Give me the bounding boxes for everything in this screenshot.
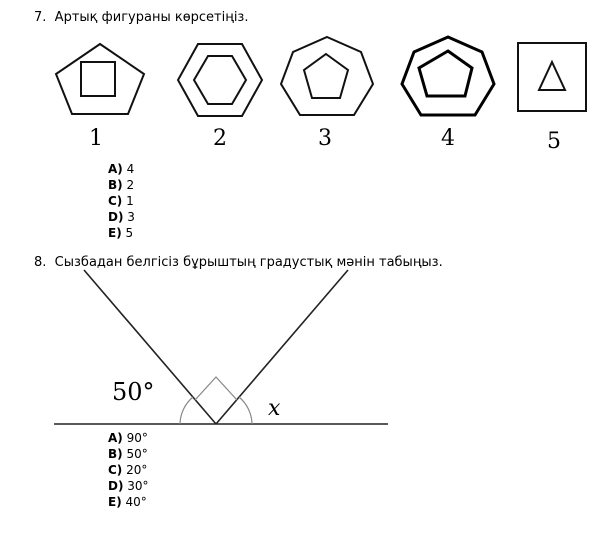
option-e[interactable]: E) 5 (108, 226, 134, 240)
q7-options: A) 4 B) 2 C) 1 D) 3 E) 5 (108, 161, 135, 241)
option-d[interactable]: D) 3 (108, 210, 135, 224)
question-text: Сызбадан белгісіз бұрыштың градустық мән… (54, 255, 443, 270)
question-7: 7. Артық фигураны көрсетіңіз. (34, 10, 248, 26)
question-8: 8. Сызбадан белгісіз бұрыштың градустық … (34, 255, 443, 271)
figure-label-5: 5 (547, 129, 561, 154)
option-a[interactable]: A) 90° (108, 431, 148, 445)
figure-4 (400, 35, 496, 117)
option-a[interactable]: A) 4 (108, 162, 135, 176)
option-c[interactable]: C) 20° (108, 463, 148, 477)
q8-options: A) 90° B) 50° C) 20° D) 30° E) 40° (108, 430, 149, 510)
option-c[interactable]: C) 1 (108, 194, 134, 208)
figure-2 (176, 43, 264, 117)
figure-1 (54, 42, 146, 115)
angle-x-label: x (268, 396, 281, 421)
option-b[interactable]: B) 50° (108, 447, 148, 461)
question-number: 8. (34, 255, 47, 270)
figure-5 (517, 42, 587, 112)
figure-label-2: 2 (213, 126, 227, 151)
figure-3 (279, 35, 375, 116)
option-b[interactable]: B) 2 (108, 178, 135, 192)
question-number: 7. (34, 10, 47, 25)
option-d[interactable]: D) 30° (108, 479, 149, 493)
figure-label-1: 1 (89, 126, 103, 151)
figure-label-3: 3 (318, 126, 332, 151)
question-text: Артық фигураны көрсетіңіз. (54, 10, 249, 25)
option-e[interactable]: E) 40° (108, 495, 147, 509)
angle-50-label: 50° (112, 378, 155, 406)
figure-label-4: 4 (441, 126, 455, 151)
